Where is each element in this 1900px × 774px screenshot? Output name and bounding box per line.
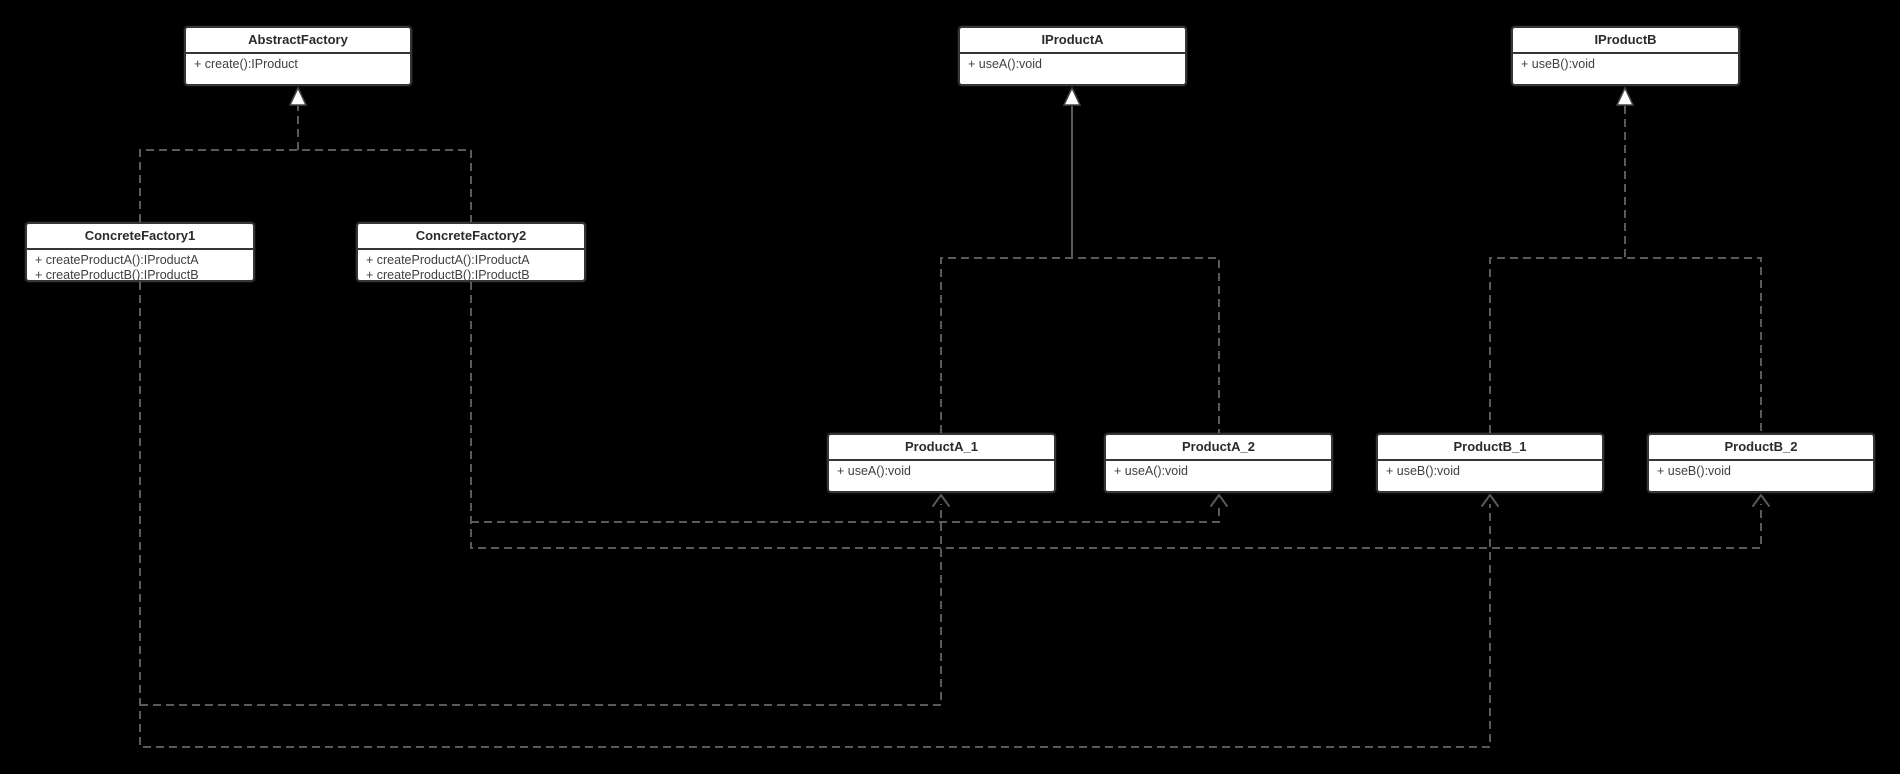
class-title: ConcreteFactory1	[27, 224, 253, 250]
class-method-list: + useA():void	[960, 54, 1185, 72]
class-producta1[interactable]: ProductA_1 + useA():void	[827, 433, 1056, 493]
dependency-concretefactory1-producta1	[140, 504, 942, 706]
dependency-concretefactory2-productb2	[470, 282, 1762, 549]
open-arrow-producta2	[1210, 494, 1228, 507]
class-producta2[interactable]: ProductA_2 + useA():void	[1104, 433, 1333, 493]
class-method: + createProductB():IProductB	[366, 267, 530, 282]
class-method-list: + create():IProduct	[186, 54, 410, 72]
hollow-triangle-arrow-iproductb	[1615, 86, 1635, 106]
hollow-triangle-arrow-iproducta	[1062, 86, 1082, 106]
class-method: + createProductA():IProductA	[366, 253, 530, 267]
class-title: ProductB_2	[1649, 435, 1873, 461]
realization-products-b-iproductb	[1489, 257, 1762, 433]
class-method-list: + useA():void	[829, 461, 1054, 479]
dependency-concretefactory1-productb1	[139, 282, 1491, 748]
class-title: ProductB_1	[1378, 435, 1602, 461]
realization-products-a-iproducta	[940, 257, 1220, 433]
hollow-triangle-arrow-abstractfactory	[288, 86, 308, 106]
dependency-concretefactory2-producta2	[471, 504, 1220, 523]
class-method-list: + useB():void	[1513, 54, 1738, 72]
open-arrow-productb1	[1481, 494, 1499, 507]
class-title: ProductA_1	[829, 435, 1054, 461]
class-method: + useA():void	[1114, 464, 1188, 478]
class-method: + useB():void	[1657, 464, 1731, 478]
class-productb2[interactable]: ProductB_2 + useB():void	[1647, 433, 1875, 493]
class-title: IProductB	[1513, 28, 1738, 54]
class-title: IProductA	[960, 28, 1185, 54]
class-method-list: + useB():void	[1378, 461, 1602, 479]
class-title: AbstractFactory	[186, 28, 410, 54]
class-iproducta[interactable]: IProductA + useA():void	[958, 26, 1187, 86]
class-title: ConcreteFactory2	[358, 224, 584, 250]
class-method-list: + useB():void	[1649, 461, 1873, 479]
class-method: + useB():void	[1521, 57, 1595, 71]
open-arrow-productb2	[1752, 494, 1770, 507]
class-method: + createProductB():IProductB	[35, 267, 199, 282]
class-method-list: + createProductA():IProductA + createPro…	[27, 250, 253, 282]
class-method-list: + useA():void	[1106, 461, 1331, 479]
class-method: + create():IProduct	[194, 57, 298, 71]
class-iproductb[interactable]: IProductB + useB():void	[1511, 26, 1740, 86]
class-method: + useA():void	[837, 464, 911, 478]
class-abstractfactory[interactable]: AbstractFactory + create():IProduct	[184, 26, 412, 86]
class-concretefactory1[interactable]: ConcreteFactory1 + createProductA():IPro…	[25, 222, 255, 282]
class-method: + useA():void	[968, 57, 1042, 71]
class-method: + useB():void	[1386, 464, 1460, 478]
class-productb1[interactable]: ProductB_1 + useB():void	[1376, 433, 1604, 493]
class-method-list: + createProductA():IProductA + createPro…	[358, 250, 584, 282]
open-arrow-producta1	[932, 494, 950, 507]
class-title: ProductA_2	[1106, 435, 1331, 461]
class-concretefactory2[interactable]: ConcreteFactory2 + createProductA():IPro…	[356, 222, 586, 282]
class-method: + createProductA():IProductA	[35, 253, 199, 267]
realization-concretefactories-abstractfactory	[139, 106, 472, 222]
